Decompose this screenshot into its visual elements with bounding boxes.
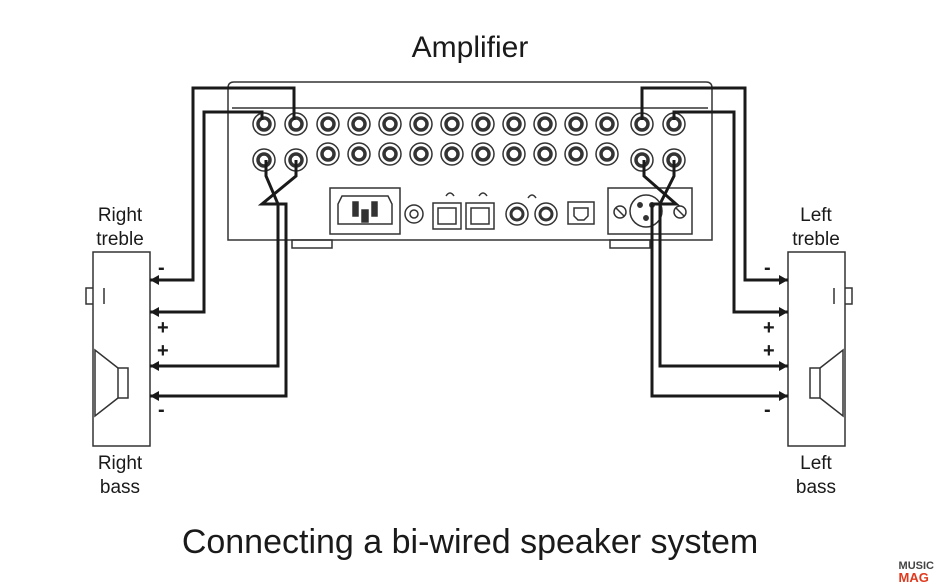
rca-jack xyxy=(347,112,371,136)
right-treble-minus: - xyxy=(158,257,165,279)
rca-jack xyxy=(533,142,557,166)
speaker-terminal xyxy=(630,148,654,172)
speaker-terminal xyxy=(252,148,276,172)
rca-jack xyxy=(440,112,464,136)
right-bass-plus: + xyxy=(157,340,169,362)
rca-jack xyxy=(502,112,526,136)
rca-jack xyxy=(347,142,371,166)
left-bass-minus: - xyxy=(764,399,771,421)
usb-port-icon xyxy=(567,201,595,225)
rca-jack xyxy=(471,142,495,166)
watermark-logo: MUSIC MAG xyxy=(898,560,934,585)
rca-jack xyxy=(564,112,588,136)
diagram-caption: Connecting a bi-wired speaker system xyxy=(181,523,759,561)
rca-jack xyxy=(502,142,526,166)
rca-input-row-bottom xyxy=(316,142,619,166)
left-bass-plus: + xyxy=(763,340,775,362)
speaker-terminal xyxy=(252,112,276,136)
optical-input-icons xyxy=(432,192,495,230)
left-speaker-cabinet xyxy=(787,251,853,447)
rca-jack xyxy=(595,112,619,136)
left-treble-minus: - xyxy=(764,257,771,279)
rca-jack xyxy=(595,142,619,166)
power-inlet-icon xyxy=(329,187,401,235)
left-treble-plus: + xyxy=(763,317,775,339)
rca-jack xyxy=(471,112,495,136)
rca-jack xyxy=(409,112,433,136)
speaker-terminal xyxy=(284,112,308,136)
right-bass-minus: - xyxy=(158,399,165,421)
right-speaker-cabinet xyxy=(85,251,151,447)
ground-terminal-icon xyxy=(404,204,424,224)
rca-jack xyxy=(409,142,433,166)
rca-jack xyxy=(564,142,588,166)
speaker-terminals xyxy=(252,112,686,172)
rca-jack xyxy=(316,112,340,136)
right-treble-plus: + xyxy=(157,317,169,339)
amplifier-title: Amplifier xyxy=(411,31,529,64)
rca-jack xyxy=(316,142,340,166)
speaker-cables xyxy=(150,86,788,398)
coaxial-input-icons xyxy=(505,194,558,226)
xlr-input-icon xyxy=(607,187,693,235)
rca-input-row-top xyxy=(316,112,619,136)
rca-jack xyxy=(533,112,557,136)
rca-jack xyxy=(378,142,402,166)
rca-jack xyxy=(378,112,402,136)
cable-arrowheads xyxy=(150,275,788,401)
rca-jack xyxy=(440,142,464,166)
